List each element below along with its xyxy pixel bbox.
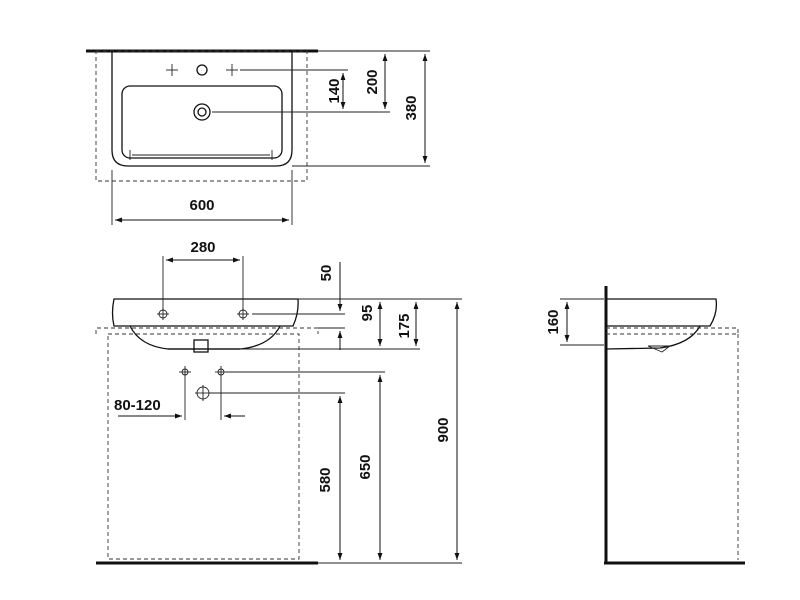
waste-outlet xyxy=(195,385,211,401)
side-view: 160 xyxy=(545,286,745,565)
dim-175-label: 175 xyxy=(396,313,413,338)
vanity-top-side xyxy=(606,327,739,334)
dim-50-label: 50 xyxy=(318,265,335,282)
supply-left xyxy=(179,366,191,378)
vanity-outline-top xyxy=(95,50,308,182)
dim-160-label: 160 xyxy=(545,309,562,334)
tap-hole xyxy=(196,64,208,76)
dim-200-label: 200 xyxy=(364,69,381,94)
basin-bowl-top xyxy=(121,85,283,159)
basin-outline-top xyxy=(111,51,293,167)
basin-front-underside xyxy=(129,325,281,350)
drain-side xyxy=(647,345,672,353)
vanity-body-front xyxy=(107,333,300,560)
dim-380-label: 380 xyxy=(403,95,420,120)
tap-cross-left xyxy=(166,64,178,76)
supply-right xyxy=(215,366,227,378)
basin-side-underside xyxy=(605,325,701,350)
dim-280-label: 280 xyxy=(190,239,215,256)
basin-front-rim xyxy=(111,298,299,327)
dim-140-label: 140 xyxy=(326,78,343,103)
drain-front xyxy=(193,339,209,353)
drain-outer xyxy=(193,103,211,121)
dim-900-label: 900 xyxy=(435,417,452,442)
top-view: 140 200 380 600 xyxy=(86,49,430,225)
basin-side-rim xyxy=(606,298,718,327)
dim-600-label: 600 xyxy=(189,197,214,214)
vanity-top-front xyxy=(95,327,319,334)
dim-80-120-label: 80-120 xyxy=(114,397,161,414)
dim-95-label: 95 xyxy=(359,305,376,322)
tap-cross-right xyxy=(226,64,238,76)
drain-inner xyxy=(197,107,207,117)
dim-580-label: 580 xyxy=(317,467,334,492)
front-view: 280 50 95 175 580 650 900 80-120 xyxy=(95,239,462,565)
dim-650-label: 650 xyxy=(357,454,374,479)
